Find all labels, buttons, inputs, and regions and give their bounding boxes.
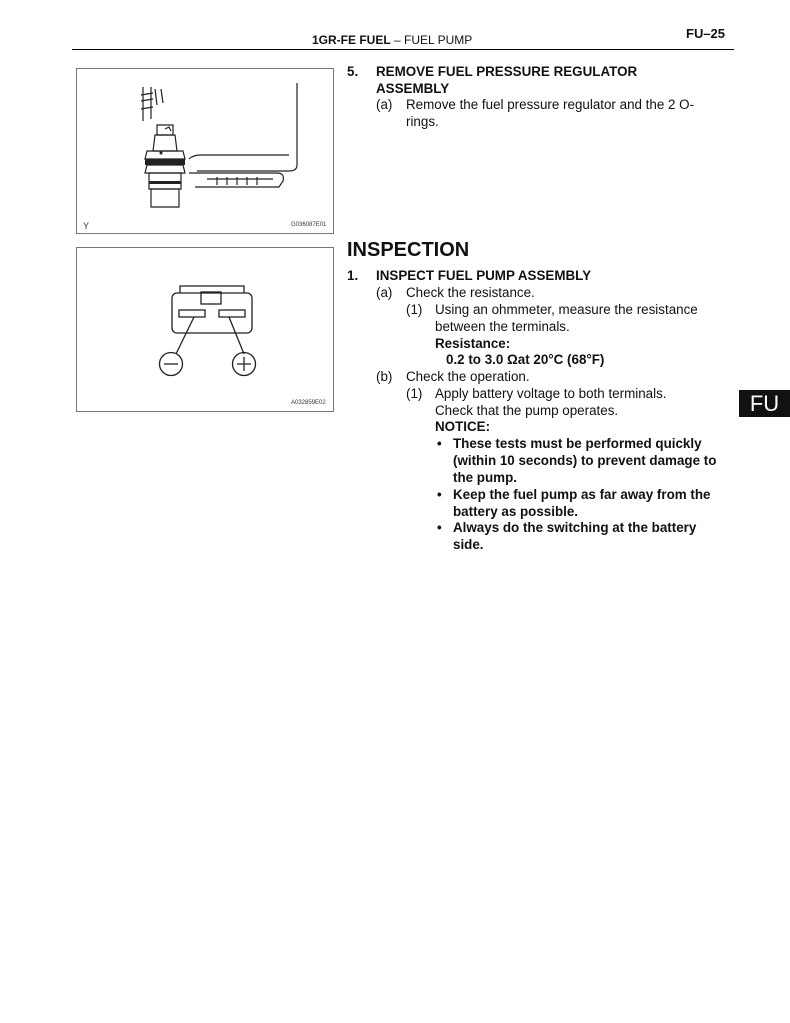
figure-code: G036087E01 [291, 222, 327, 228]
notice-label: NOTICE: [435, 419, 491, 434]
notice-line: the pump. [453, 470, 517, 485]
sub-sub-label: (1) [406, 302, 423, 317]
header-divider [72, 49, 734, 50]
figure-corner-mark: Y [83, 221, 90, 231]
step-number: 5. [347, 64, 359, 79]
figure-code: A032859E02 [291, 400, 326, 406]
figure-connector-terminals: A032859E02 [76, 247, 334, 412]
bullet: • [437, 487, 442, 502]
sub-text: Check the operation. [406, 369, 530, 384]
inspection-heading: INSPECTION [347, 239, 470, 261]
item-number: 1. [347, 268, 359, 283]
page-number: FU–25 [686, 26, 726, 41]
sub-label: (b) [376, 369, 393, 384]
resistance-value: 0.2 to 3.0 Ωat 20°C (68°F) [446, 352, 605, 367]
sub-text-line2: rings. [406, 114, 439, 129]
sub-sub-text-line2: between the terminals. [435, 319, 570, 334]
figure-fuel-pressure-regulator: Y G036087E01 [76, 68, 334, 234]
sub-text-line1: Remove the fuel pressure regulator and t… [406, 97, 695, 112]
notice-line: These tests must be performed quickly [453, 436, 702, 451]
header-engine: 1GR-FE FUEL [312, 33, 391, 47]
page-header-title: 1GR-FE FUEL – FUEL PUMP [312, 33, 472, 47]
notice-line: Keep the fuel pump as far away from the [453, 487, 711, 502]
sub-text: Check the resistance. [406, 285, 535, 300]
resistance-label: Resistance: [435, 336, 511, 351]
connector-illustration [158, 285, 257, 377]
notice-line: battery as possible. [453, 504, 579, 519]
step-title-line1: REMOVE FUEL PRESSURE REGULATOR [376, 64, 638, 79]
sub-sub-label: (1) [406, 386, 423, 401]
bullet: • [437, 436, 442, 451]
regulator-illustration [140, 83, 298, 208]
sub-label: (a) [376, 97, 393, 112]
bullet: • [437, 520, 442, 535]
notice-line: (within 10 seconds) to prevent damage to [453, 453, 717, 468]
sub-sub-text-line1: Using an ohmmeter, measure the resistanc… [435, 302, 698, 317]
step-title-line2: ASSEMBLY [376, 81, 450, 96]
sub-label: (a) [376, 285, 393, 300]
item-title: INSPECT FUEL PUMP ASSEMBLY [376, 268, 592, 283]
notice-line: Always do the switching at the battery [453, 520, 697, 535]
header-section: FUEL PUMP [404, 33, 473, 47]
sub-sub-text-line1: Apply battery voltage to both terminals. [435, 386, 667, 401]
plus-icon [237, 357, 251, 371]
sub-sub-text-line2: Check that the pump operates. [435, 403, 619, 418]
header-separator: – [394, 33, 401, 47]
notice-line: side. [453, 537, 484, 552]
section-tab: FU [739, 390, 790, 417]
